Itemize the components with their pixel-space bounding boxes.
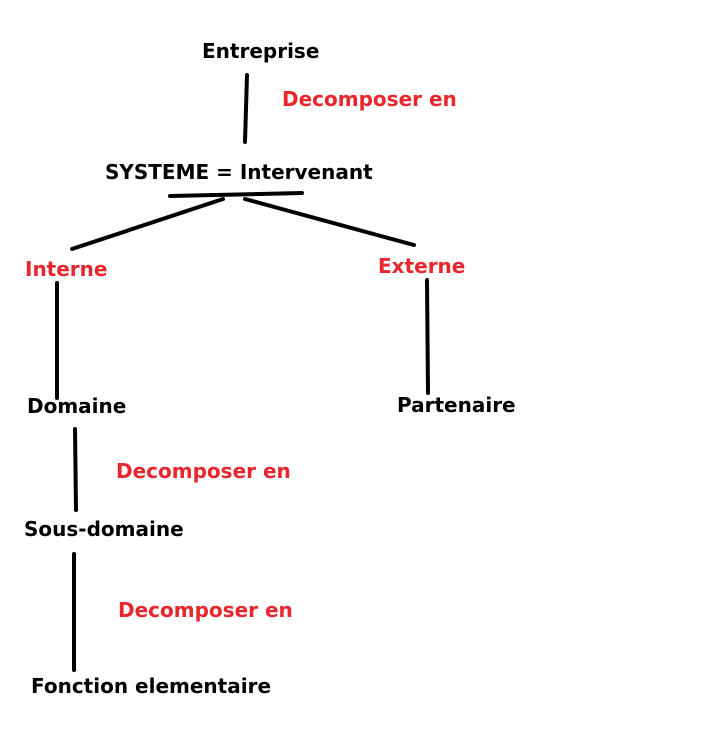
- edge-label-entreprise-systeme: Decomposer en: [282, 87, 457, 111]
- edge-label-domaine-sous-domaine: Decomposer en: [116, 459, 291, 483]
- node-entreprise: Entreprise: [202, 39, 320, 63]
- connector-domaine-sous-domaine: [73, 427, 78, 512]
- connector-systeme-interne: [70, 197, 225, 251]
- connector-entreprise-systeme: [243, 73, 249, 144]
- connector-systeme-externe: [243, 197, 416, 247]
- node-externe: Externe: [378, 254, 466, 278]
- node-systeme: SYSTEME = Intervenant: [105, 160, 373, 184]
- node-domaine: Domaine: [27, 394, 127, 418]
- connector-systeme-underline: [168, 191, 304, 198]
- node-interne: Interne: [25, 257, 108, 281]
- connector-externe-partenaire: [425, 278, 430, 395]
- node-sous-domaine: Sous-domaine: [24, 517, 184, 541]
- node-fonction-elementaire: Fonction elementaire: [31, 674, 272, 698]
- node-partenaire: Partenaire: [397, 393, 516, 417]
- edge-label-sous-domaine-fonction: Decomposer en: [118, 598, 293, 622]
